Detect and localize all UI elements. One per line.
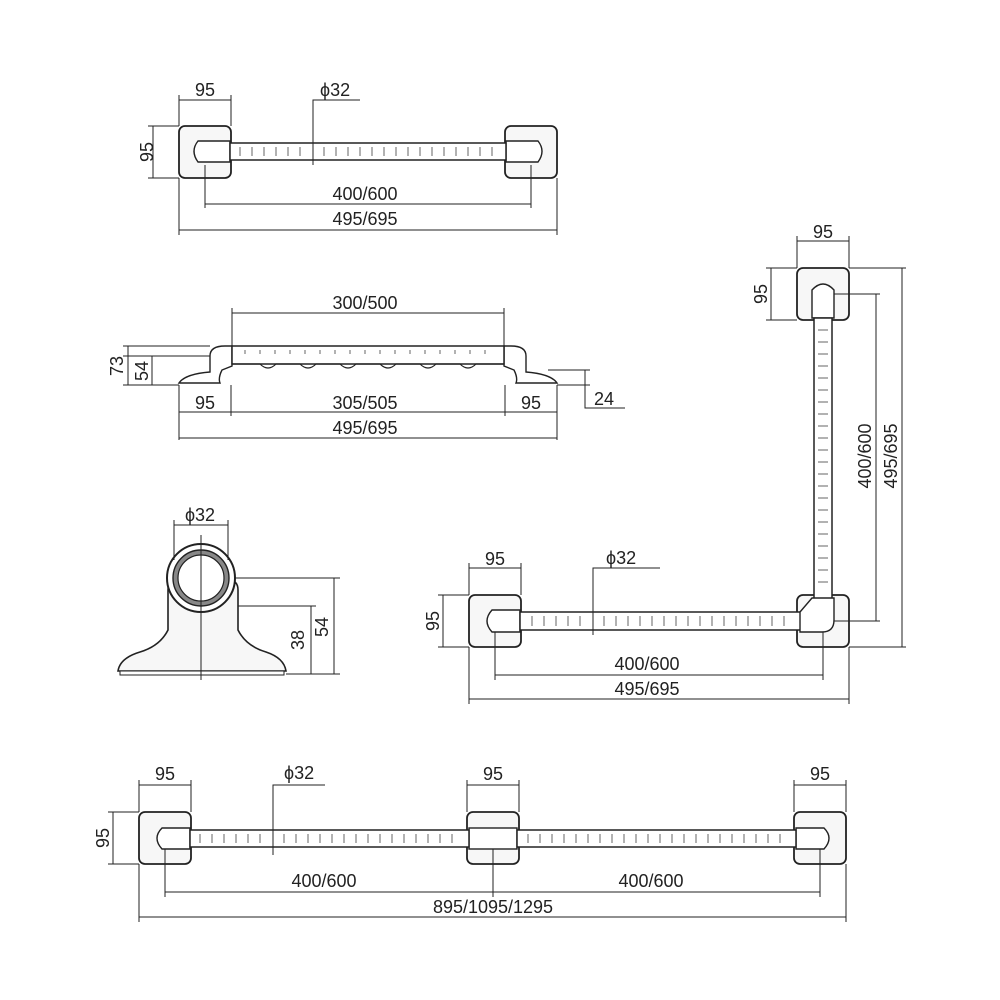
long-plate-height-label: 95 xyxy=(93,828,113,848)
side-tube-ribs xyxy=(244,350,486,354)
long-left-plate-width-label: 95 xyxy=(155,764,175,784)
horizontal-overall-length-label: 495/695 xyxy=(614,679,679,699)
section-diameter-label: ϕ32 xyxy=(185,505,215,525)
long-tube-ribs xyxy=(199,834,781,843)
horizontal-left-bracket xyxy=(486,609,521,633)
plate-width-label: 95 xyxy=(195,80,215,100)
long-right-tube xyxy=(516,829,797,848)
grab-bar-tube xyxy=(229,142,507,161)
bar-underside-grip xyxy=(232,363,504,369)
horizontal-plate-height-label: 95 xyxy=(423,611,443,631)
view-side-elevation: 300/500 73 54 24 95 305/505 95 495/695 xyxy=(107,293,625,440)
overall-length-label: 495/695 xyxy=(332,209,397,229)
right-elbow-mount xyxy=(503,345,559,384)
long-middle-bracket xyxy=(468,827,518,850)
between-bases-label: 305/505 xyxy=(332,393,397,413)
long-diameter-label: ϕ32 xyxy=(284,763,314,783)
vertical-tube-ribs xyxy=(818,329,828,583)
right-base-label: 95 xyxy=(521,393,541,413)
left-bracket xyxy=(193,140,231,163)
height-center-label: 54 xyxy=(132,361,152,381)
plate-height-label: 95 xyxy=(137,142,157,162)
left-base-label: 95 xyxy=(195,393,215,413)
base-height-label: 24 xyxy=(594,389,614,409)
diameter-label: ϕ32 xyxy=(320,80,350,100)
corner-elbow xyxy=(799,597,835,633)
horizontal-center-length-label: 400/600 xyxy=(614,654,679,674)
long-middle-plate-width-label: 95 xyxy=(483,764,503,784)
long-overall-length-label: 895/1095/1295 xyxy=(433,897,553,917)
right-bracket xyxy=(505,140,543,163)
center-length-label: 400/600 xyxy=(332,184,397,204)
horizontal-plate-width-label: 95 xyxy=(485,549,505,569)
side-overall-length-label: 495/695 xyxy=(332,418,397,438)
vertical-plate-height-label: 95 xyxy=(751,284,771,304)
height-total-label: 73 xyxy=(107,356,127,376)
tube-ribs xyxy=(239,147,493,156)
long-left-tube xyxy=(189,829,470,848)
section-height-high-label: 54 xyxy=(312,617,332,637)
view-section-detail: ϕ32 38 54 xyxy=(117,505,340,680)
vertical-plate-width-label: 95 xyxy=(813,222,833,242)
long-left-bracket xyxy=(156,827,191,850)
bar-length-label: 300/500 xyxy=(332,293,397,313)
l-diameter-label: ϕ32 xyxy=(606,548,636,568)
long-right-center-length-label: 400/600 xyxy=(618,871,683,891)
long-right-plate-width-label: 95 xyxy=(810,764,830,784)
view-l-shaped-bar: 95 95 400/600 495/695 95 95 ϕ32 400/600 … xyxy=(423,222,906,704)
horizontal-tube-ribs xyxy=(531,616,785,626)
long-right-bracket xyxy=(795,827,830,850)
view-top-grab-bar: 95 95 ϕ32 400/600 495/695 xyxy=(137,80,558,235)
bracket-base-plate xyxy=(119,670,285,676)
side-bar-tube xyxy=(231,345,505,365)
vertical-overall-length-label: 495/695 xyxy=(881,423,901,488)
vertical-top-bracket xyxy=(811,283,835,319)
long-left-center-length-label: 400/600 xyxy=(291,871,356,891)
view-long-bar: 95 95 ϕ32 95 95 400/600 400/600 895/1095… xyxy=(93,763,847,922)
vertical-center-length-label: 400/600 xyxy=(855,423,875,488)
left-elbow-mount xyxy=(177,345,233,384)
section-height-low-label: 38 xyxy=(288,630,308,650)
